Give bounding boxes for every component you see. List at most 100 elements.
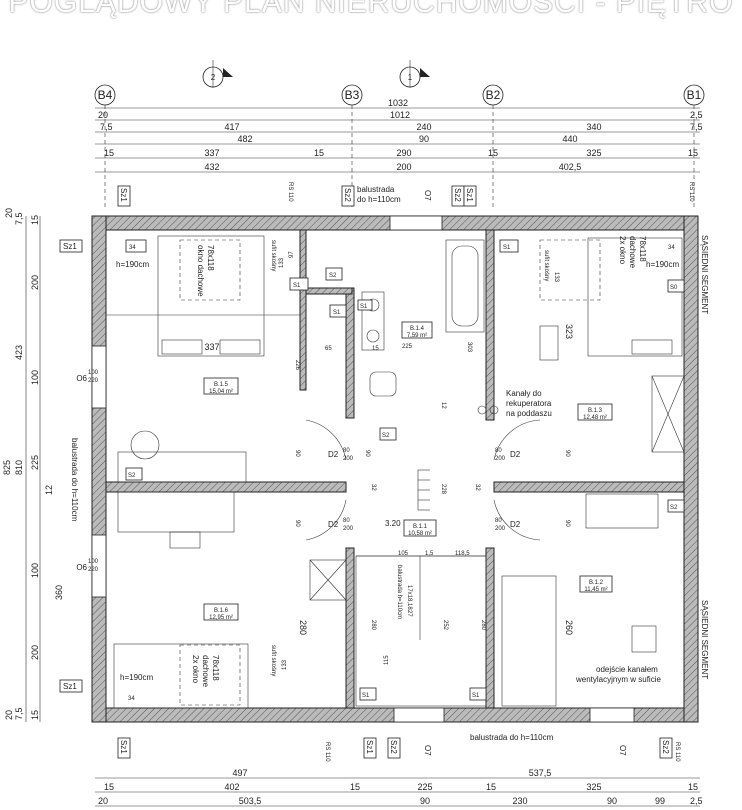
svg-text:340: 340 bbox=[586, 122, 601, 132]
svg-text:78x118: 78x118 bbox=[211, 655, 220, 681]
svg-text:100: 100 bbox=[88, 559, 99, 565]
svg-text:7,5: 7,5 bbox=[14, 212, 24, 225]
svg-text:h=190cm: h=190cm bbox=[120, 673, 153, 682]
bottom-dimensions: 497 537,5 15 402 15 225 15 325 15 20 503… bbox=[95, 768, 703, 807]
svg-text:Sz1: Sz1 bbox=[465, 188, 474, 202]
svg-text:h=190cm: h=190cm bbox=[116, 260, 149, 269]
svg-text:20: 20 bbox=[4, 710, 14, 720]
window-labels: balustrada do h=110cm O6 100 220 O6 100 … bbox=[70, 182, 694, 762]
svg-text:17x18,18: 17x18,18 bbox=[406, 585, 412, 610]
svg-text:2x okno: 2x okno bbox=[618, 236, 627, 265]
section-marks: 2 1 bbox=[202, 60, 430, 88]
svg-text:115: 115 bbox=[384, 655, 390, 665]
svg-text:228: 228 bbox=[440, 484, 446, 495]
svg-text:133: 133 bbox=[282, 659, 288, 670]
svg-text:20: 20 bbox=[4, 208, 14, 218]
svg-text:226: 226 bbox=[294, 360, 300, 371]
svg-text:80: 80 bbox=[343, 448, 350, 454]
svg-text:200: 200 bbox=[30, 275, 40, 290]
svg-text:O7: O7 bbox=[423, 745, 432, 756]
svg-text:200: 200 bbox=[343, 456, 354, 462]
svg-text:O7: O7 bbox=[618, 745, 627, 756]
svg-text:Sz1: Sz1 bbox=[63, 682, 77, 691]
svg-text:RS 110: RS 110 bbox=[688, 182, 694, 202]
svg-text:balustrada: balustrada bbox=[357, 185, 395, 194]
svg-text:na poddaszu: na poddaszu bbox=[506, 409, 552, 418]
svg-text:537,5: 537,5 bbox=[529, 768, 552, 778]
svg-text:34: 34 bbox=[668, 245, 675, 251]
svg-text:97: 97 bbox=[289, 251, 295, 258]
room-b13-id: B.1.3 bbox=[588, 408, 603, 414]
svg-text:90: 90 bbox=[294, 450, 300, 457]
svg-text:200: 200 bbox=[343, 526, 354, 532]
svg-text:okno dachowe: okno dachowe bbox=[196, 245, 205, 297]
svg-text:440: 440 bbox=[562, 134, 577, 144]
svg-text:105: 105 bbox=[398, 551, 409, 557]
svg-text:80: 80 bbox=[495, 518, 502, 524]
svg-text:S2: S2 bbox=[382, 433, 390, 439]
exterior-walls bbox=[91, 215, 699, 723]
section-mark-2: 2 bbox=[211, 73, 216, 82]
svg-text:280: 280 bbox=[298, 620, 308, 635]
room-b13-area: 12,48 m² bbox=[583, 415, 607, 421]
svg-text:sufit skośny: sufit skośny bbox=[270, 645, 276, 676]
svg-text:78x118: 78x118 bbox=[638, 236, 647, 262]
svg-text:402: 402 bbox=[224, 782, 239, 792]
grid-axes: B4 B3 B2 B1 bbox=[94, 84, 705, 210]
svg-text:O7: O7 bbox=[423, 190, 432, 201]
top-dimensions: 1032 20 1012 2,5 7,5 417 240 340 7,5 482… bbox=[95, 98, 703, 173]
svg-text:99: 99 bbox=[655, 796, 665, 806]
svg-text:1032: 1032 bbox=[388, 98, 408, 108]
axis-b3: B3 bbox=[345, 88, 360, 102]
room-b11-area: 10,58 m² bbox=[408, 531, 432, 537]
svg-text:200: 200 bbox=[495, 526, 506, 532]
svg-text:7,5: 7,5 bbox=[690, 122, 703, 132]
svg-text:Sz1: Sz1 bbox=[365, 740, 374, 754]
svg-text:S2: S2 bbox=[670, 505, 678, 511]
svg-text:odejście kanałem: odejście kanałem bbox=[596, 665, 658, 674]
svg-text:323: 323 bbox=[564, 324, 574, 339]
svg-text:3.20: 3.20 bbox=[385, 519, 401, 528]
svg-text:7,5: 7,5 bbox=[14, 707, 24, 720]
svg-text:dachowe: dachowe bbox=[628, 236, 637, 269]
svg-text:100: 100 bbox=[88, 370, 99, 376]
svg-text:15: 15 bbox=[486, 782, 496, 792]
svg-text:200: 200 bbox=[396, 162, 411, 172]
svg-text:Sz2: Sz2 bbox=[453, 188, 462, 202]
svg-text:423: 423 bbox=[14, 345, 24, 360]
svg-text:100: 100 bbox=[30, 370, 40, 385]
svg-text:90: 90 bbox=[564, 450, 570, 457]
svg-text:S1: S1 bbox=[293, 283, 301, 289]
svg-text:2,5: 2,5 bbox=[690, 110, 703, 120]
svg-text:337: 337 bbox=[204, 342, 219, 352]
svg-text:810: 810 bbox=[14, 460, 24, 475]
svg-text:20: 20 bbox=[98, 110, 108, 120]
svg-text:32: 32 bbox=[474, 484, 480, 491]
window-o6-top: O6 bbox=[76, 374, 87, 383]
svg-text:78x118: 78x118 bbox=[206, 245, 215, 271]
svg-text:Sz2: Sz2 bbox=[343, 188, 352, 202]
svg-text:200: 200 bbox=[495, 456, 506, 462]
room-b11-id: B.1.1 bbox=[413, 524, 428, 530]
axis-b2: B2 bbox=[486, 88, 501, 102]
svg-text:sufit skośny: sufit skośny bbox=[270, 240, 276, 271]
svg-text:S1: S1 bbox=[360, 304, 368, 310]
svg-text:497: 497 bbox=[232, 768, 247, 778]
svg-text:325: 325 bbox=[586, 148, 601, 158]
svg-text:sufit skośny: sufit skośny bbox=[543, 250, 549, 281]
svg-text:Sz1: Sz1 bbox=[119, 740, 128, 754]
svg-text:D2: D2 bbox=[328, 450, 339, 459]
svg-text:90: 90 bbox=[419, 134, 429, 144]
svg-text:RS 110: RS 110 bbox=[324, 742, 330, 762]
svg-text:417: 417 bbox=[224, 122, 239, 132]
room-b14-id: B.1.4 bbox=[410, 326, 425, 332]
svg-text:12: 12 bbox=[44, 485, 54, 495]
svg-text:34: 34 bbox=[128, 696, 135, 702]
svg-text:240: 240 bbox=[416, 122, 431, 132]
svg-text:90: 90 bbox=[607, 796, 617, 806]
svg-text:h=190cm: h=190cm bbox=[646, 260, 679, 269]
room-b16-area: 12,95 m² bbox=[209, 615, 233, 621]
svg-text:260: 260 bbox=[564, 620, 574, 635]
closet-labels: Sz1 Sz2 Sz2 Sz1 Sz1 Sz1 Sz1 Sz1 Sz2 Sz2 bbox=[59, 185, 673, 759]
